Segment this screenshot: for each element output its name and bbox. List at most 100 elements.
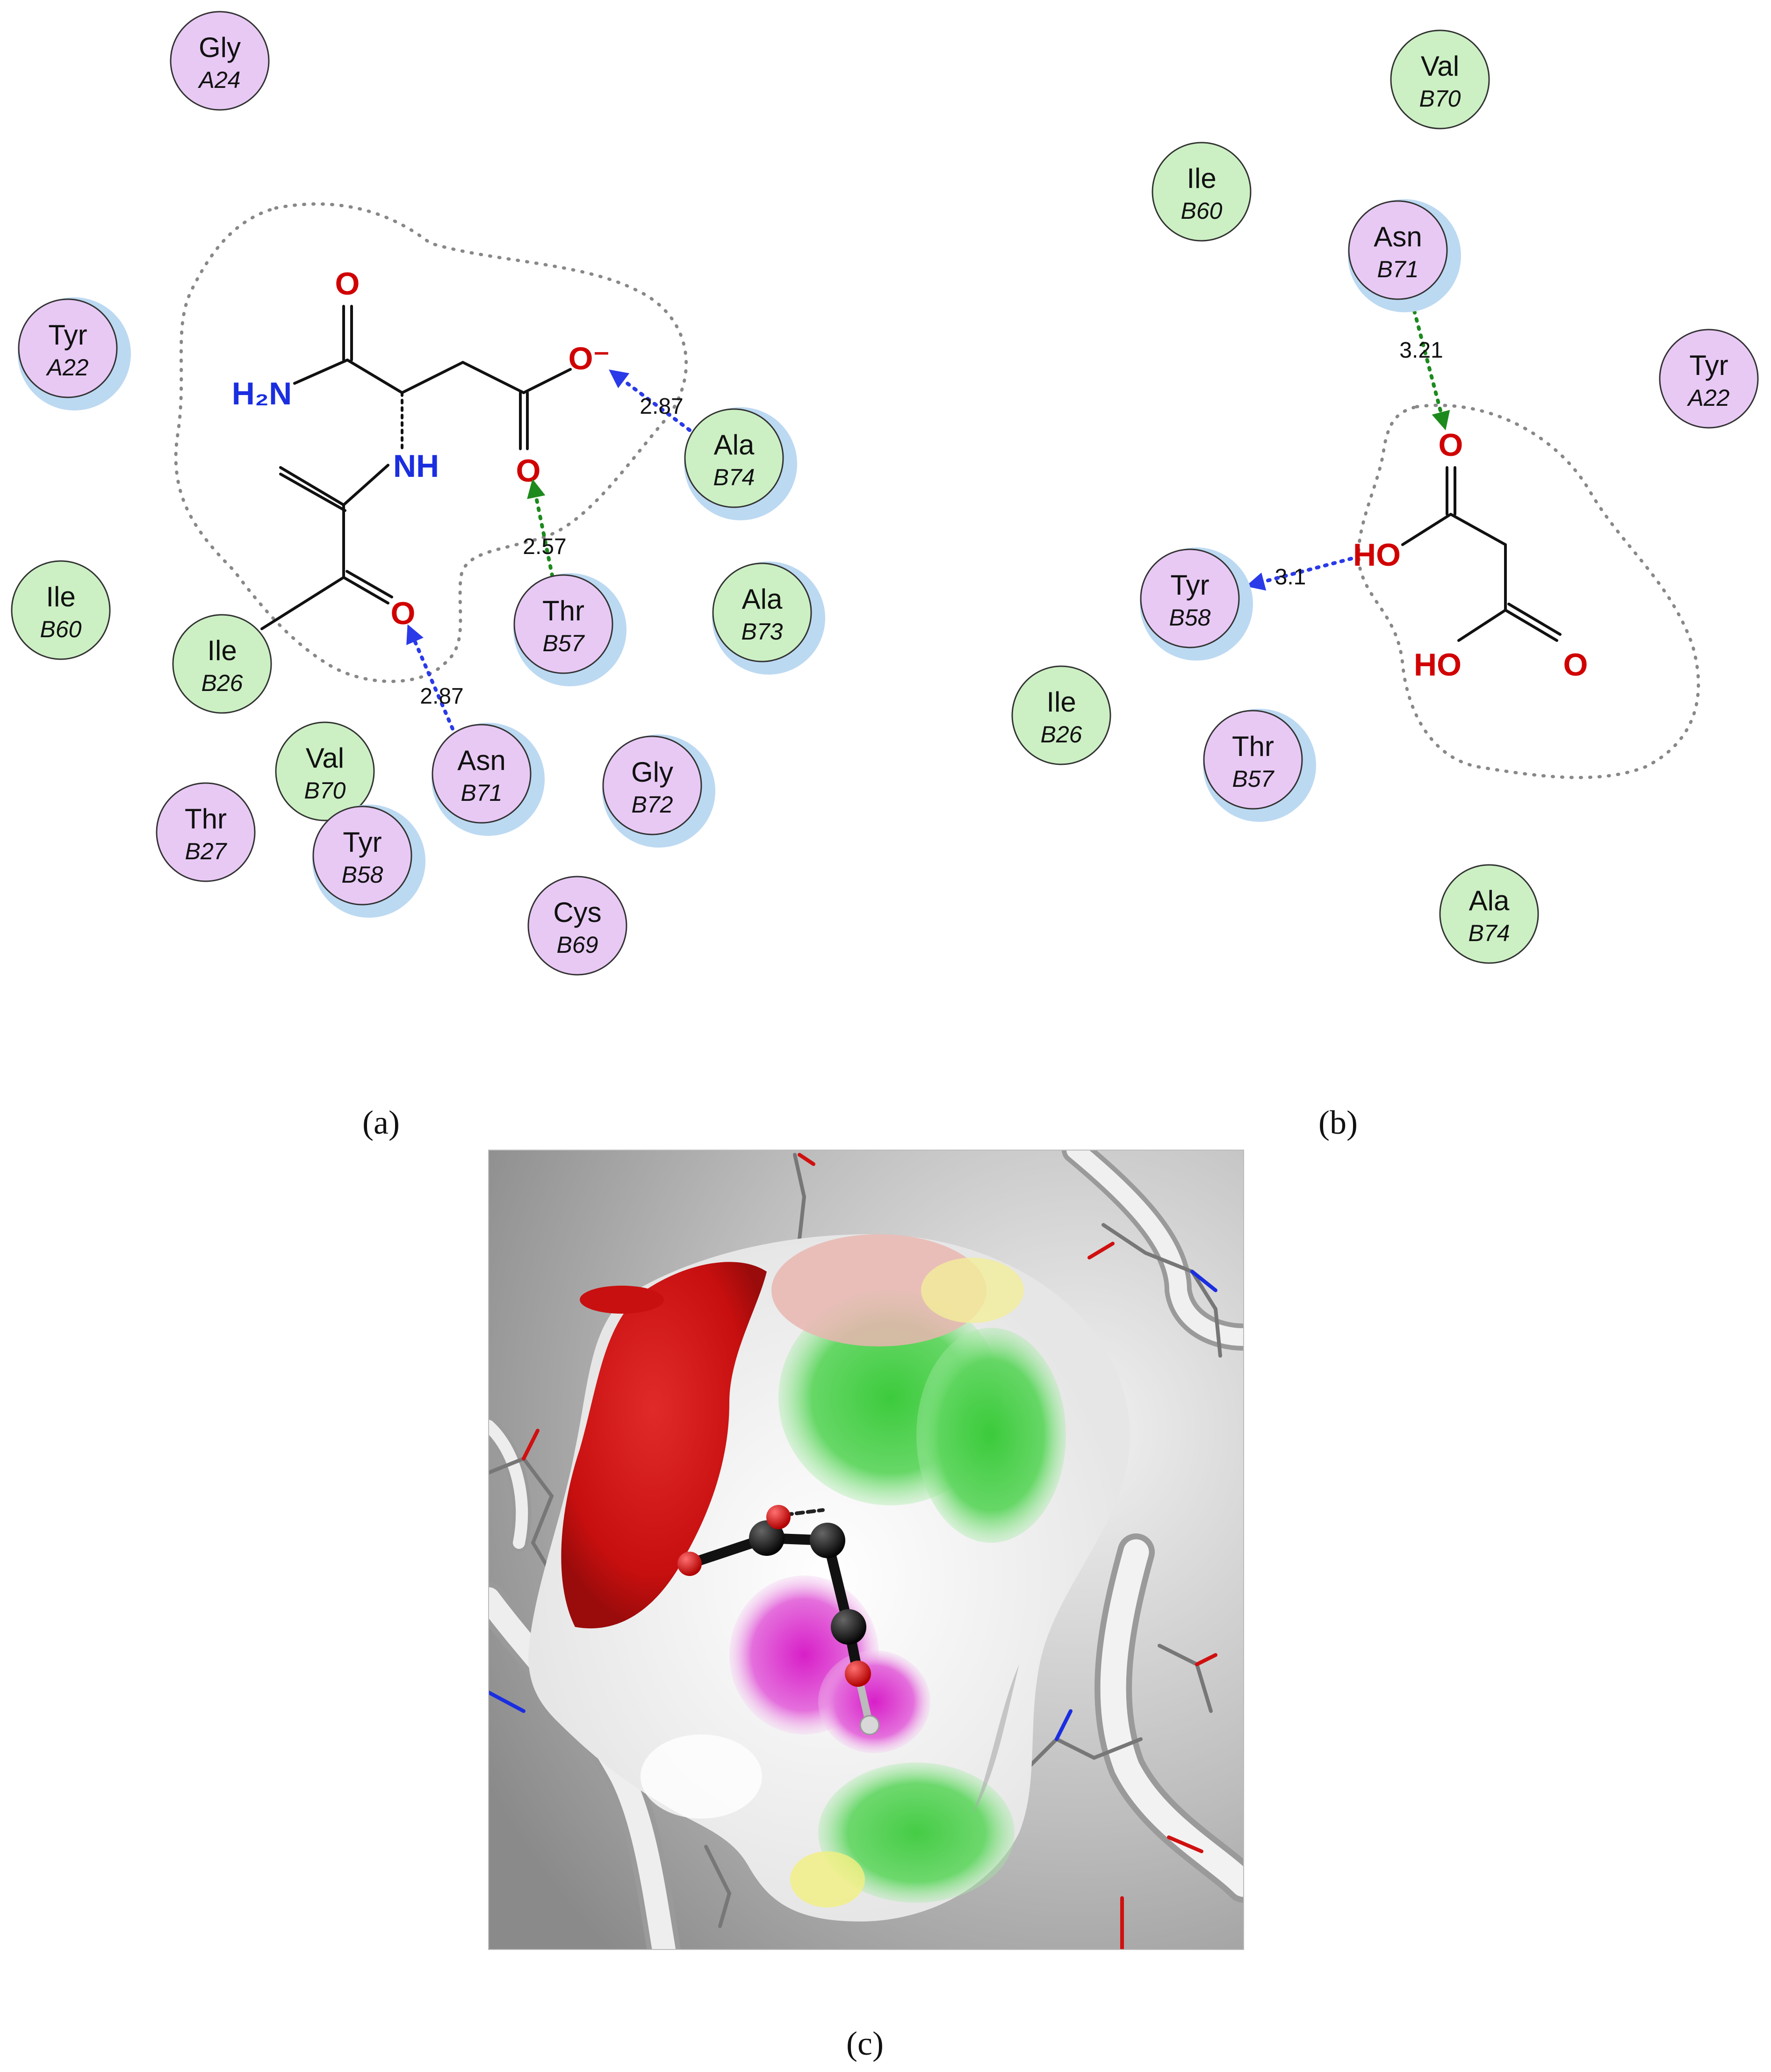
residue-circle [11, 560, 111, 660]
panel-label-b: (b) [1318, 1104, 1358, 1141]
residue-circle [1439, 864, 1539, 964]
residue-circle [172, 614, 272, 714]
residue-chain-id: B58 [342, 862, 383, 888]
ligand-a-atom: O [391, 596, 416, 631]
residue-circle [1203, 710, 1303, 810]
residues-panel-a: GlyA24TyrA22IleB60IleB26ThrB57AlaB73AlaB… [11, 11, 825, 976]
ligand-b-atom: HO [1414, 647, 1461, 683]
residue-circle [1140, 548, 1240, 648]
residue-chain-id: B60 [1181, 198, 1223, 224]
residue-chain-id: B27 [185, 838, 228, 864]
residue-circle [170, 11, 270, 111]
residue-circle [18, 298, 118, 398]
hbond-distance: 2.57 [523, 534, 566, 559]
residue-chain-id: B60 [40, 616, 82, 642]
residue-name: Asn [1374, 221, 1422, 252]
residue-chain-id: B70 [304, 777, 346, 804]
panel-label-c: (c) [846, 2025, 884, 2062]
residue-chain-id: B70 [1419, 86, 1461, 112]
hbond-distance: 3.21 [1399, 338, 1443, 363]
residue-name: Ala [714, 429, 755, 460]
ligand-ball-and-stick [677, 1505, 880, 1735]
residue-chain-id: A22 [1687, 385, 1730, 411]
ligand-a-atom: H₂N [232, 376, 292, 411]
hbond-distance: 2.87 [640, 394, 683, 419]
residue-name: Ile [1187, 163, 1216, 194]
residue-chain-id: B73 [742, 619, 783, 645]
hbond-distance: 3.1 [1275, 565, 1306, 590]
residue-chain-id: B74 [1469, 920, 1510, 946]
binding-pocket-outline [174, 202, 688, 683]
residue-name: Tyr [1170, 569, 1209, 601]
ligand-a-atom: O [335, 266, 360, 302]
residue-circle [1011, 665, 1111, 765]
ligand-a-bonds [260, 305, 572, 630]
residue-chain-id: B57 [1232, 766, 1275, 792]
ligand-a-atom: NH [393, 448, 439, 484]
residue-circle [712, 562, 812, 662]
residue-name: Ala [1469, 885, 1510, 916]
residue-name: Tyr [1689, 350, 1728, 381]
residue-name: Ile [46, 581, 75, 612]
residue-chain-id: B74 [713, 464, 755, 490]
ligand-b-atom: O [1439, 427, 1463, 463]
residue-circle [275, 721, 375, 821]
residue-name: Ile [1046, 686, 1076, 718]
residue-name: Gly [199, 32, 241, 63]
ligand-b-atom: O [1563, 647, 1588, 683]
panel-c-surface-render: (c) [488, 1150, 1244, 2062]
residue-name: Gly [631, 756, 673, 788]
hbond-line [1245, 557, 1353, 591]
residue-circle [432, 724, 532, 824]
residue-name: Ala [742, 583, 783, 615]
residue-circle [1659, 329, 1759, 429]
residue-circle [684, 408, 784, 508]
residue-chain-id: B72 [632, 791, 673, 818]
ligand-a-atom: O [516, 453, 541, 489]
residue-name: Thr [185, 803, 227, 835]
residue-chain-id: A24 [198, 67, 241, 93]
residue-circle [1152, 142, 1252, 242]
residue-chain-id: B71 [461, 780, 503, 806]
ligand-b-atom: HO [1353, 537, 1401, 573]
residue-chain-id: B26 [1041, 721, 1082, 748]
hbond-line [406, 624, 458, 738]
residue-circle [156, 782, 256, 882]
residue-circle [1348, 200, 1448, 300]
residue-chain-id: B26 [202, 670, 243, 696]
residue-chain-id: B71 [1377, 256, 1419, 282]
residue-circle [527, 876, 627, 976]
panel-label-a: (a) [362, 1104, 400, 1141]
molecular-surface [528, 1234, 1130, 1921]
hbond-line [1412, 309, 1450, 431]
residue-chain-id: B58 [1169, 604, 1211, 631]
side-chain-sticks [489, 1153, 1222, 1950]
hbond-line [609, 369, 691, 432]
hbond-distance: 2.87 [420, 684, 463, 709]
residue-circle [312, 806, 412, 906]
residue-name: Tyr [48, 319, 87, 351]
panel-a-ligand-diagram: O H₂N O⁻ O NH O 2.87 2.57 2.87 GlyA24Tyr… [11, 11, 825, 1141]
residue-name: Thr [1232, 731, 1274, 762]
residue-name: Asn [457, 745, 505, 776]
residue-name: Tyr [343, 827, 382, 858]
residue-chain-id: B69 [557, 932, 598, 958]
